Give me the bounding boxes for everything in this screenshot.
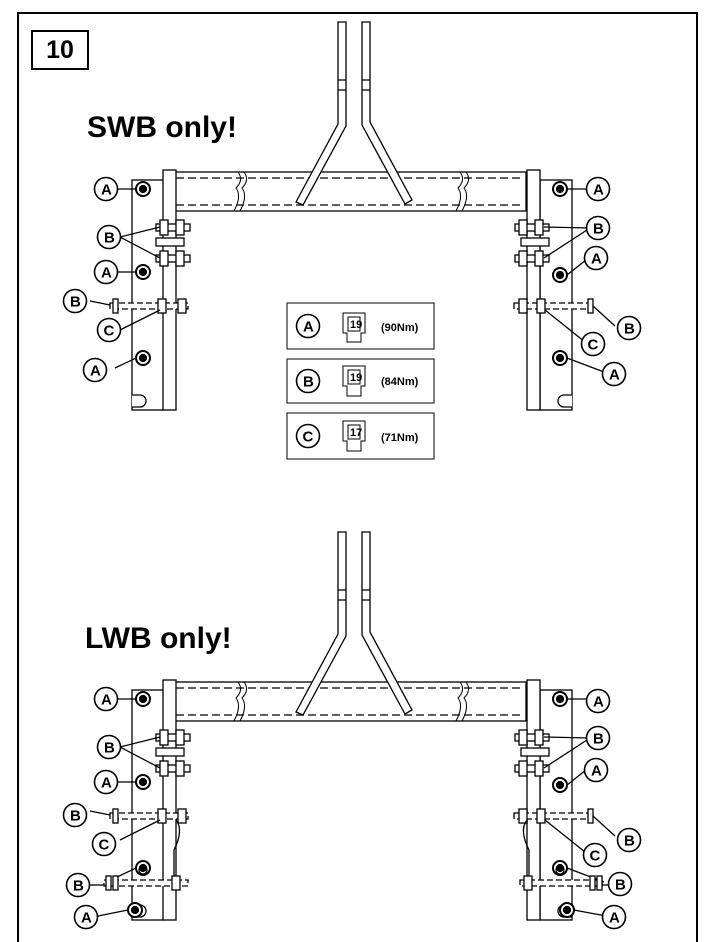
callout-b: B	[65, 872, 91, 898]
svg-text:B: B	[624, 321, 635, 338]
socket-size-label: 19	[350, 319, 362, 331]
callout-a: A	[583, 245, 609, 271]
svg-text:A: A	[591, 251, 602, 268]
callout-a: A	[73, 904, 99, 930]
callout-b: B	[607, 871, 633, 897]
svg-text:B: B	[615, 877, 626, 894]
svg-text:A: A	[101, 182, 112, 199]
svg-text:B: B	[70, 808, 81, 825]
callout-a: A	[601, 361, 627, 387]
swb-heading: SWB only!	[87, 111, 237, 144]
callout-a: A	[93, 769, 119, 795]
svg-text:B: B	[104, 230, 115, 247]
callout-a: A	[601, 904, 627, 930]
svg-text:A: A	[101, 265, 112, 282]
svg-text:A: A	[90, 363, 101, 380]
callout-c: C	[582, 842, 608, 868]
legend-letter: A	[303, 319, 314, 336]
swb-assembly-drawing	[89, 21, 616, 411]
legend-row-c: C 17 (71Nm)	[286, 412, 435, 460]
svg-text:A: A	[81, 910, 92, 927]
svg-text:B: B	[593, 221, 604, 238]
svg-text:C: C	[99, 837, 110, 854]
callout-b: B	[585, 725, 611, 751]
torque-value: (71Nm)	[381, 432, 419, 444]
svg-text:B: B	[593, 731, 604, 748]
lwb-extra-bolts	[90, 819, 614, 918]
torque-value: (90Nm)	[381, 322, 419, 334]
legend-letter: B	[303, 374, 314, 391]
svg-text:B: B	[104, 740, 115, 757]
lwb-heading: LWB only!	[85, 622, 232, 655]
svg-text:C: C	[104, 323, 115, 340]
callout-a: A	[585, 176, 611, 202]
svg-text:A: A	[101, 692, 112, 709]
torque-legend: A 19 (90Nm) B 19 (84Nm) C 17 (71Nm)	[286, 302, 435, 460]
socket-size-label: 19	[350, 372, 362, 384]
step-number-box: 10	[31, 30, 89, 70]
svg-text:A: A	[609, 367, 620, 384]
callout-b: B	[62, 802, 88, 828]
callout-b: B	[62, 288, 88, 314]
svg-text:C: C	[590, 848, 601, 865]
callout-a: A	[93, 259, 119, 285]
lwb-assembly-drawing	[89, 531, 616, 921]
socket-size-label: 17	[350, 427, 362, 439]
svg-text:A: A	[591, 763, 602, 780]
svg-text:A: A	[101, 775, 112, 792]
svg-text:A: A	[593, 182, 604, 199]
callout-c: C	[91, 831, 117, 857]
callout-b: B	[585, 215, 611, 241]
callout-a: A	[93, 176, 119, 202]
page-frame	[17, 12, 698, 942]
svg-text:C: C	[588, 337, 599, 354]
svg-text:A: A	[609, 910, 620, 927]
svg-text:B: B	[624, 833, 635, 850]
callout-a: A	[583, 757, 609, 783]
svg-text:B: B	[73, 878, 84, 895]
legend-row-a: A 19 (90Nm)	[286, 302, 435, 350]
callout-c: C	[580, 331, 606, 357]
svg-text:B: B	[70, 294, 81, 311]
callout-c: C	[96, 317, 122, 343]
callout-b: B	[616, 315, 642, 341]
callout-a: A	[585, 688, 611, 714]
callout-a: A	[82, 357, 108, 383]
callout-b: B	[616, 827, 642, 853]
legend-letter: C	[303, 429, 314, 446]
callout-b: B	[96, 734, 122, 760]
legend-row-b: B 19 (84Nm)	[286, 358, 435, 404]
callout-a: A	[93, 686, 119, 712]
torque-value: (84Nm)	[381, 376, 419, 388]
svg-text:A: A	[593, 694, 604, 711]
callout-b: B	[96, 224, 122, 250]
